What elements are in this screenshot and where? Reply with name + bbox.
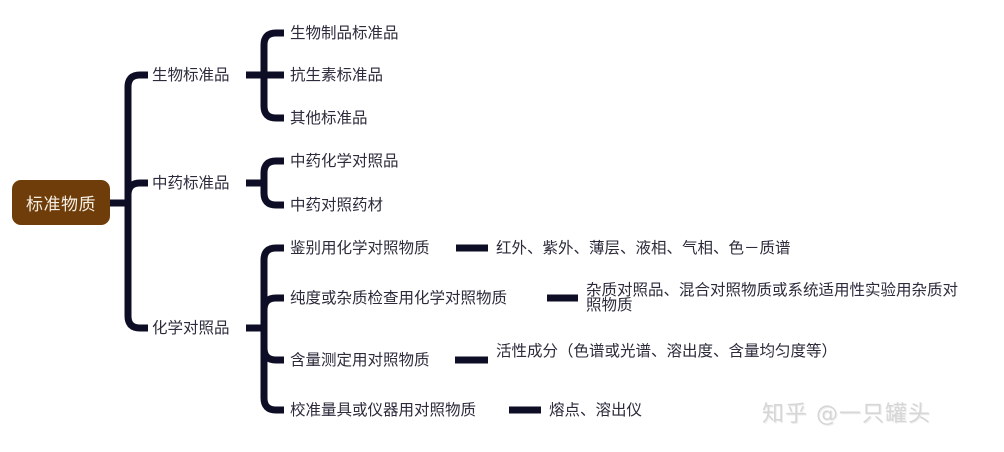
detail-purity-impurity: 杂质对照品、混合对照物质或系统适用性实验用杂质对照物质 <box>586 281 959 314</box>
branch-bio-standards: 生物标准品 <box>152 66 230 84</box>
node-purity-impurity: 纯度或杂质检查用化学对照物质 <box>290 289 508 307</box>
node-calibration: 校准量具或仪器用对照物质 <box>290 401 477 419</box>
tcm-bracket <box>260 157 284 209</box>
chem-mid-1 <box>260 294 284 311</box>
chem-mid-2 <box>260 347 284 364</box>
branch-chem-references: 化学对照品 <box>152 319 230 337</box>
root-label: 标准物质 <box>26 195 96 215</box>
detail-identification: 红外、紫外、薄层、液相、气相、色－质谱 <box>496 239 791 257</box>
chem-bracket <box>260 244 284 414</box>
watermark: 知乎 @一只罐头 <box>762 402 931 427</box>
main-bracket <box>124 71 148 332</box>
detail-calibration: 熔点、溶出仪 <box>549 401 643 419</box>
node-bio-products: 生物制品标准品 <box>290 24 399 42</box>
node-other-standards: 其他标准品 <box>290 109 368 127</box>
node-tcm-herbs: 中药对照药材 <box>290 196 384 214</box>
node-identification: 鉴别用化学对照物质 <box>290 239 430 257</box>
node-assay: 含量测定用对照物质 <box>290 351 430 369</box>
main-bracket-mid <box>124 179 148 196</box>
node-tcm-chemical: 中药化学对照品 <box>290 152 399 170</box>
node-antibiotics: 抗生素标准品 <box>290 66 384 84</box>
detail-assay: 活性成分（色谱或光谱、溶出度、含量均匀度等） <box>496 342 838 360</box>
branch-tcm-standards: 中药标准品 <box>152 174 230 192</box>
root-node: 标准物质 <box>12 180 110 225</box>
